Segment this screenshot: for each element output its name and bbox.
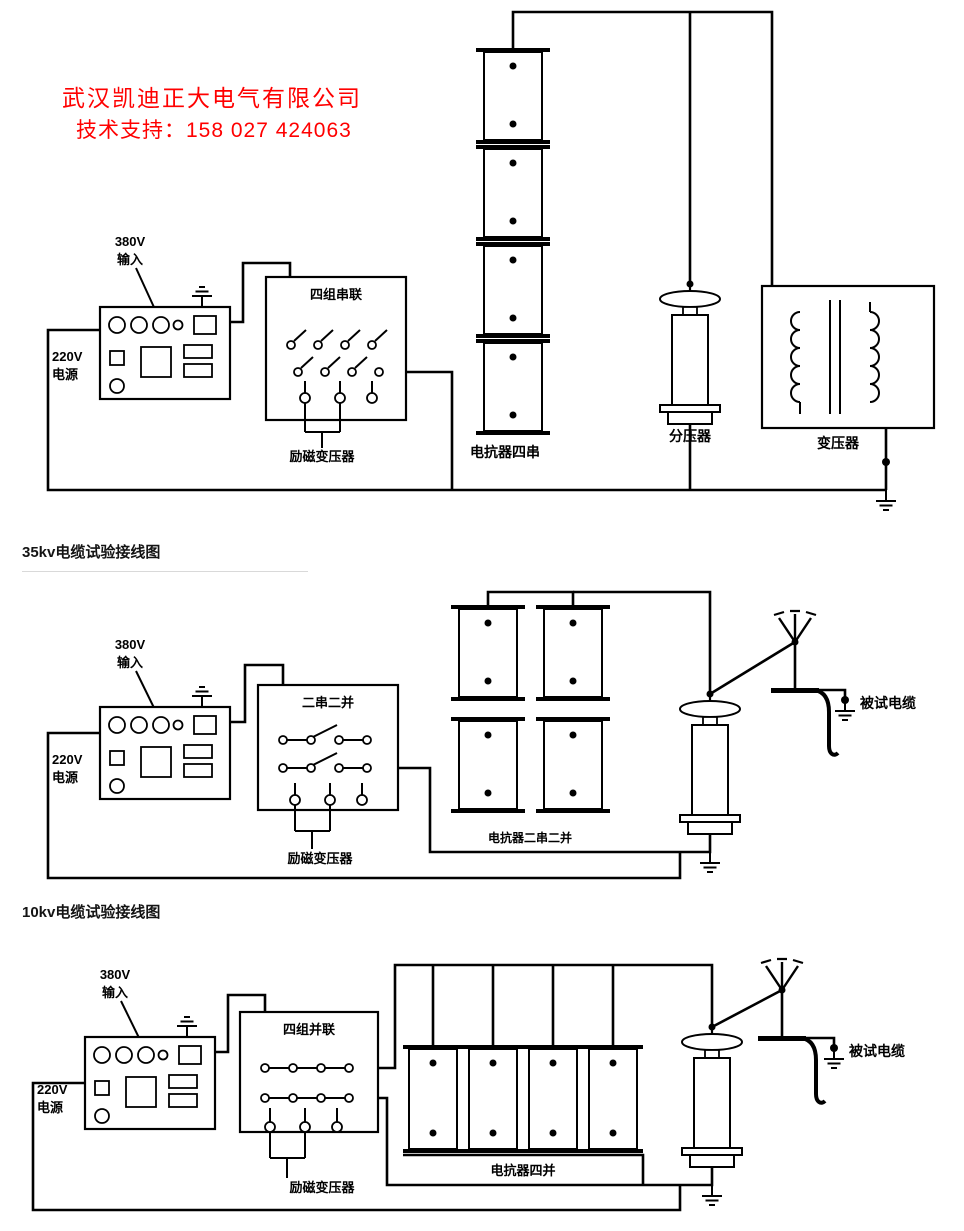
switch-box: 二串二并 [256, 683, 400, 849]
switch-terminals [278, 724, 372, 806]
excitation-transformer-label: 励磁变压器 [287, 851, 353, 866]
label-380v-input: 输入 [102, 985, 128, 1000]
ground-icon [701, 1184, 723, 1206]
excitation-transformer-label: 励磁变压器 [289, 449, 355, 464]
ground-icon [823, 1047, 845, 1069]
reactor-label: 电抗器四并 [490, 1163, 555, 1178]
label-220v-power: 电源 [52, 367, 78, 382]
divider-label: 分压器 [669, 428, 712, 444]
label-220v: 220V [37, 1082, 68, 1097]
switch-box: 四组串联 [264, 275, 408, 448]
section-35kv: 380V 输入 220V 电源 二串二并 [46, 590, 916, 880]
company-name: 武汉凯迪正大电气有限公司 [62, 85, 362, 111]
ground-icon [191, 286, 213, 308]
reactor-bank-4-parallel [402, 1044, 644, 1154]
excitation-transformer-label: 励磁变压器 [289, 1180, 355, 1195]
switch-terminals [286, 329, 388, 404]
label-380v: 380V [115, 637, 146, 652]
reactor-bank-2s2p [450, 604, 611, 814]
ground-icon [191, 686, 213, 708]
cable-termination [756, 957, 827, 1105]
ground-icon [875, 489, 897, 511]
label-220v-power: 电源 [37, 1100, 63, 1115]
core [829, 300, 841, 414]
junction-dot [882, 458, 890, 466]
voltage-divider [680, 1022, 744, 1169]
wires [31, 963, 838, 1212]
wires [46, 590, 849, 880]
reactor-label: 电抗器二串二并 [488, 830, 572, 845]
section-divider-rule [22, 571, 308, 572]
cable-under-test-label: 被试电缆 [849, 1043, 905, 1059]
test-transformer [760, 284, 936, 430]
label-380v-input: 输入 [117, 655, 143, 670]
control-box [98, 705, 232, 801]
label-220v-power: 电源 [52, 770, 78, 785]
ground-icon [699, 851, 721, 873]
support-phone: 技术支持：158 027 424063 [76, 118, 352, 142]
voltage-divider [678, 689, 742, 836]
control-box [98, 305, 232, 401]
company-header: 武汉凯迪正大电气有限公司 技术支持：158 027 424063 [62, 84, 362, 144]
coil-right [869, 311, 880, 403]
coil-left [790, 311, 801, 403]
label-220v: 220V [52, 752, 83, 767]
voltage-divider [658, 279, 722, 426]
switch-box-title: 四组串联 [310, 287, 362, 302]
section-title-10kv: 10kv电缆试验接线图 [22, 904, 161, 921]
switch-box: 四组并联 [238, 1010, 380, 1178]
label-380v: 380V [115, 234, 146, 249]
label-380v: 380V [100, 967, 131, 982]
cable-under-test-label: 被试电缆 [860, 695, 916, 711]
switch-box-title: 二串二并 [302, 695, 354, 710]
label-220v: 220V [52, 349, 83, 364]
reactor-label: 电抗器四串 [470, 444, 540, 460]
diagram-top: 380V 输入 220V 电源 四组串联 [46, 10, 936, 511]
transformer-label: 变压器 [817, 435, 860, 451]
switch-box-title: 四组并联 [283, 1022, 335, 1037]
cable-termination [769, 609, 840, 757]
section-title-35kv: 35kv电缆试验接线图 [22, 544, 161, 561]
control-box [83, 1035, 217, 1131]
label-380v-input: 输入 [117, 252, 143, 267]
ground-icon [176, 1016, 198, 1038]
section-10kv: 380V 输入 220V 电源 四组并联 [31, 957, 905, 1212]
reactor-stack-4-series [475, 47, 551, 436]
ground-icon [834, 699, 856, 721]
